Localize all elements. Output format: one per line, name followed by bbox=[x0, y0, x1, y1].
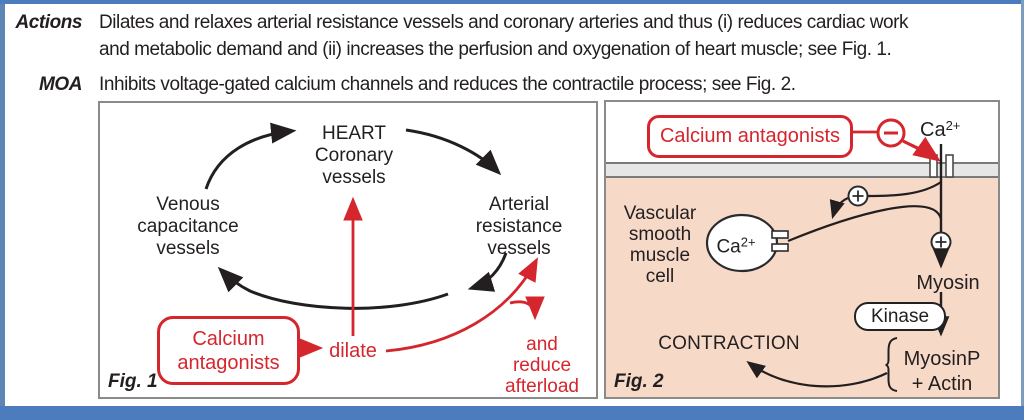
ca-sup: 2+ bbox=[740, 234, 756, 250]
arrow-venous-to-heart bbox=[204, 122, 297, 190]
figure-1-caption: Fig. 1 bbox=[108, 371, 158, 392]
ca-base: Ca bbox=[716, 236, 741, 258]
arterial-resistance-label: Arterial resistance vessels bbox=[475, 194, 563, 259]
arrow-into-store bbox=[829, 196, 849, 220]
reduce-afterload-label: and reduce afterload bbox=[505, 334, 579, 397]
cell-membrane bbox=[606, 162, 998, 178]
actions-row: Actions Dilates and relaxes arterial res… bbox=[10, 9, 1012, 63]
calcium-store bbox=[705, 213, 779, 273]
page-frame-right bbox=[1021, 0, 1024, 420]
myosin-label: Myosin bbox=[916, 272, 980, 294]
red-arrow-blocks-channel bbox=[902, 136, 941, 162]
plus-sign-upper bbox=[852, 190, 864, 202]
calcium-antagonists-box: Calcium antagonists bbox=[157, 316, 300, 385]
store-channel-post-bottom bbox=[771, 243, 789, 252]
contraction-label: CONTRACTION bbox=[658, 333, 800, 354]
dilate-label: dilate bbox=[329, 340, 377, 362]
kinase-pill: Kinase bbox=[854, 302, 946, 331]
vascular-smooth-muscle-cell-label: Vascular smooth muscle cell bbox=[623, 203, 697, 287]
moa-label: MOA bbox=[39, 74, 82, 95]
arrow-to-venous bbox=[217, 266, 449, 310]
ca-base: Ca bbox=[920, 119, 946, 141]
page-frame-left bbox=[0, 0, 5, 420]
ca-sup: 2+ bbox=[945, 118, 961, 133]
moa-text: Inhibits voltage-gated calcium channels … bbox=[99, 74, 796, 95]
header: Actions Dilates and relaxes arterial res… bbox=[10, 9, 1012, 98]
arrow-heart-to-arterial bbox=[405, 128, 502, 176]
cell-cytoplasm bbox=[606, 178, 998, 397]
store-channel-post-top bbox=[771, 230, 789, 239]
branch-to-store bbox=[867, 181, 942, 198]
membrane-channel-post-right bbox=[945, 154, 954, 178]
arrow-arterial-downflow bbox=[467, 252, 508, 292]
heart-coronary-label: HEART Coronary vessels bbox=[314, 123, 394, 188]
arrow-to-contraction bbox=[746, 361, 888, 388]
red-arrow-reduce-afterload bbox=[509, 296, 545, 321]
moa-row: MOA Inhibits voltage-gated calcium chann… bbox=[10, 71, 1012, 98]
store-calcium-label: Ca2+ bbox=[716, 232, 755, 259]
myosinp-actin-label: MyosinP + Actin bbox=[903, 348, 981, 395]
figure-1-arrows bbox=[204, 122, 545, 358]
figure-2-arrows bbox=[705, 118, 954, 392]
calcium-antagonists-box: Calcium antagonists bbox=[647, 115, 853, 158]
page-frame-bottom bbox=[0, 406, 1024, 420]
figure-2: Calcium antagonists Ca2+ Vascular smooth… bbox=[604, 100, 1000, 399]
figure-1: HEART Coronary vessels Venous capacitanc… bbox=[98, 101, 598, 399]
figure-2-caption: Fig. 2 bbox=[614, 371, 664, 392]
extracellular-calcium-label: Ca2+ bbox=[920, 115, 960, 141]
red-arrow-dilate-to-arterial bbox=[385, 257, 538, 353]
plus-sign-lower bbox=[935, 236, 947, 248]
venous-capacitance-label: Venous capacitance vessels bbox=[137, 194, 239, 259]
actions-text: Dilates and relaxes arterial resistance … bbox=[99, 12, 909, 60]
actions-label: Actions bbox=[15, 12, 82, 33]
myosinp-actin-bracket bbox=[885, 337, 898, 392]
store-release-curve bbox=[787, 205, 943, 243]
page-frame-top bbox=[0, 0, 1024, 4]
